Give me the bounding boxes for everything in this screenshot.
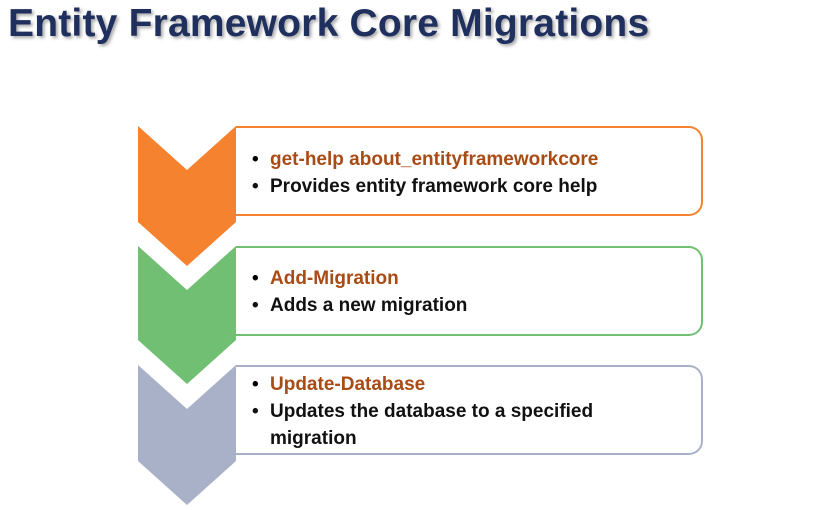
step-2-command: Add-Migration (252, 265, 689, 292)
step-1-command: get-help about_entityframeworkcore (252, 146, 689, 173)
step-3-description: Updates the database to a specified migr… (252, 398, 650, 452)
step-2-card: Add-Migration Adds a new migration (236, 246, 703, 336)
step-2-description: Adds a new migration (252, 292, 689, 319)
step-3-card: Update-Database Updates the database to … (236, 365, 703, 455)
step-1-description: Provides entity framework core help (252, 173, 689, 200)
step-2-chevron (138, 246, 236, 384)
page-title: Entity Framework Core Migrations (8, 2, 650, 45)
step-3-chevron (138, 365, 236, 505)
step-1-chevron (138, 126, 236, 266)
step-1-card: get-help about_entityframeworkcore Provi… (236, 126, 703, 216)
step-3-command: Update-Database (252, 371, 689, 398)
